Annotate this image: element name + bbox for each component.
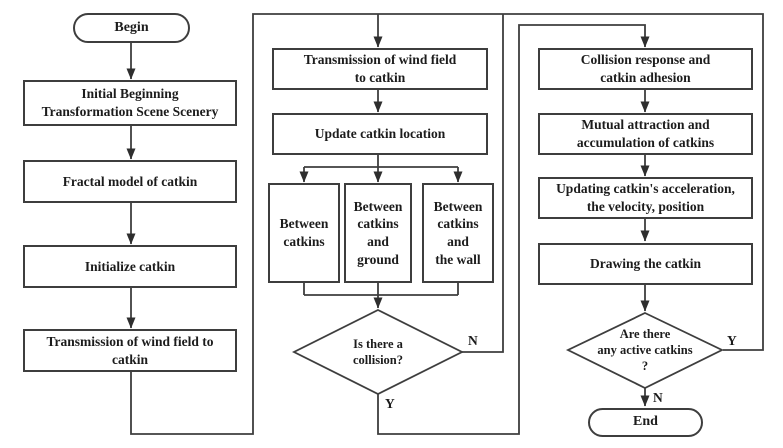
connector-collision-yes-to-response xyxy=(377,24,650,435)
node-fractal-model: Fractal model of catkin xyxy=(23,160,237,203)
collision-decision-question: Is there a collision? xyxy=(352,336,403,367)
active-yes-label: Y xyxy=(727,333,737,348)
connector-top-rail xyxy=(130,13,764,435)
node-initial-scene: Initial Beginning Transformation Scene S… xyxy=(23,80,237,126)
node-end: End xyxy=(588,408,703,437)
node-drawing-catkin: Drawing the catkin xyxy=(538,243,753,285)
node-wind-field-middle: Transmission of wind field to catkin xyxy=(272,48,488,90)
node-initialize-catkin: Initialize catkin xyxy=(23,245,237,288)
node-wind-field-left: Transmission of wind field to catkin xyxy=(23,329,237,372)
node-between-catkins-wall: Between catkins and the wall xyxy=(422,183,494,283)
node-between-catkins-ground: Between catkins and ground xyxy=(344,183,412,283)
active-no-label: N xyxy=(653,390,663,405)
node-begin: Begin xyxy=(73,13,190,43)
connector-split-bar xyxy=(304,155,458,168)
collision-yes-label: Y xyxy=(385,396,395,411)
connector-merge-bar xyxy=(303,283,459,296)
node-mutual-attraction: Mutual attraction and accumulation of ca… xyxy=(538,113,753,155)
node-update-location: Update catkin location xyxy=(272,113,488,155)
connector-collision-no-return xyxy=(462,14,504,353)
node-collision-response: Collision response and catkin adhesion xyxy=(538,48,753,90)
node-updating-motion: Updating catkin's acceleration, the velo… xyxy=(538,177,753,219)
active-decision-question: Are there any active catkins ? xyxy=(597,326,693,374)
collision-no-label: N xyxy=(468,333,478,348)
node-between-catkins: Between catkins xyxy=(268,183,340,283)
